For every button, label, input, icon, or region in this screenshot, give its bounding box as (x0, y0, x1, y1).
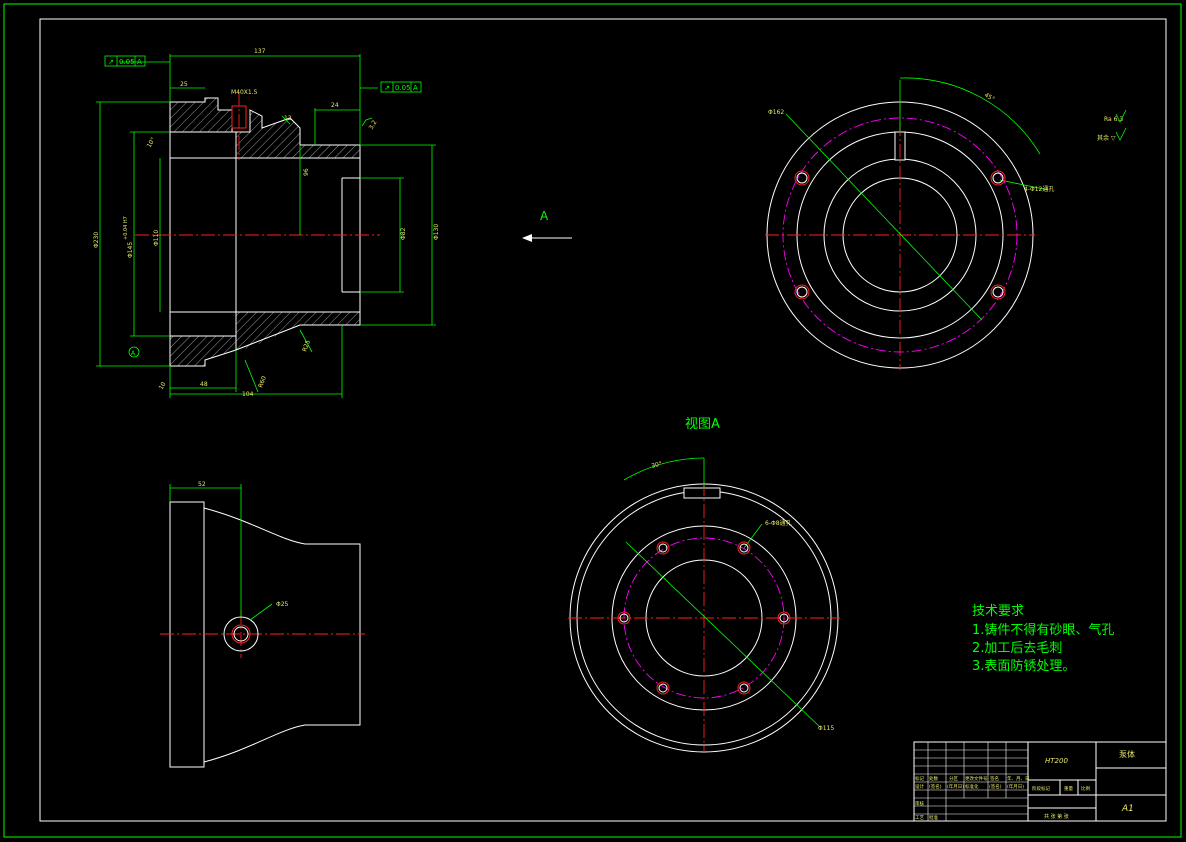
bolt-holes-4 (794, 170, 1006, 300)
section-outline-bottom (170, 291, 361, 367)
tolerance-frame-2 (380, 81, 422, 93)
std-sign: (签名) (989, 783, 1002, 790)
dim-end-holes: 4-Φ12通孔 (1024, 185, 1054, 193)
hatch-top (170, 98, 232, 132)
dim-dia-130: Φ130 (433, 224, 440, 240)
design-date: (年月日) (947, 783, 964, 790)
std-date: (年月日) (1007, 783, 1024, 790)
stage-scale: 比例 (1081, 785, 1090, 792)
dim-h7-tol: +0.04 H7 (123, 216, 129, 240)
dim-view-a-holes: 6-Φ8通孔 (765, 519, 792, 527)
tech-req-item-2: 2.加工后去毛刺 (972, 641, 1062, 656)
hdr-date: 年、月、日 (1007, 775, 1030, 782)
title-part-name: 泵体 (1119, 749, 1135, 759)
hdr-change-doc: 更改文件号 (965, 775, 988, 782)
title-sheet-size: A1 (1121, 804, 1134, 814)
tolerance-datum-2: A (413, 84, 418, 92)
section-view: ↗ 0.05 A ↗ 0.05 A 137 25 M40X1.5 12 24 4… (93, 48, 440, 398)
outer-border (3, 3, 1182, 838)
approve-label: 批准 (929, 814, 938, 821)
tolerance-datum-1: A (137, 58, 142, 66)
process-label: 工艺 (915, 815, 924, 821)
dim-view-a-dia: Φ115 (818, 725, 834, 732)
tech-req-title: 技术要求 (972, 604, 1024, 619)
dim-end-dia: Φ162 (768, 109, 784, 116)
dim-overall-length: 137 (254, 48, 266, 55)
tolerance-value-2: 0.05 (395, 84, 411, 92)
datum-label: A (131, 350, 136, 357)
view-a-title: 视图A (685, 417, 720, 432)
tech-req-item-1: 1.铸件不得有砂眼、气孔 (972, 622, 1114, 638)
dim-angle-10: 10° (146, 136, 157, 149)
dim-r25: R25 (301, 339, 312, 353)
roughness-legend-2: 其余 ▽ (1097, 134, 1116, 142)
dim-left-flange: 25 (180, 81, 188, 88)
tolerance-symbol-2: ↗ (384, 84, 390, 92)
tolerance-symbol-1: ↗ (108, 58, 114, 66)
tolerance-value-1: 0.05 (119, 58, 135, 66)
bolt-holes-6 (617, 541, 791, 695)
hatch-bottom-right (236, 312, 360, 350)
dim-r60: R60 (257, 375, 268, 389)
dim-thread-depth: 12 (284, 115, 292, 122)
dim-right-step: 24 (331, 102, 339, 109)
dim-end-angle: 45° (983, 92, 996, 103)
dim-dia-96: 96 (303, 168, 310, 176)
hdr-zone: 分区 (949, 775, 958, 782)
dim-thread: M40X1.5 (231, 89, 258, 96)
dim-body-len: 104 (242, 391, 254, 398)
hatch-bottom-left (170, 336, 236, 366)
dim-view-a-angle: 30° (651, 460, 663, 470)
hdr-mark: 标记 (915, 775, 924, 782)
hatch-top-right (236, 110, 360, 158)
technical-requirements: 技术要求 1.铸件不得有砂眼、气孔 2.加工后去毛刺 3.表面防锈处理。 (972, 604, 1114, 674)
view-direction-arrow: A (522, 209, 572, 242)
end-view-flange: Φ162 45° 4-Φ12通孔 (765, 77, 1054, 370)
dim-dia-h7: Φ145 (127, 242, 134, 258)
view-a: 视图A 30° 6-Φ8通孔 Φ115 (568, 417, 840, 753)
tolerance-frame-1 (104, 55, 146, 67)
section-outline-top (169, 97, 361, 366)
dim-side-hole: Φ25 (276, 601, 289, 608)
title-material: HT200 (1045, 757, 1068, 765)
view-arrow-label: A (540, 209, 549, 223)
roughness-mark-1: 3.2 (368, 119, 379, 131)
dim-dia-bore: Φ110 (153, 230, 160, 246)
tech-req-item-3: 3.表面防锈处理。 (972, 658, 1075, 674)
title-block: HT200 泵体 A1 标记 处数 分区 更改文件号 签名 年、月、日 设计 (… (913, 741, 1167, 822)
dim-bore-len: 48 (200, 381, 208, 388)
roughness-legend-1: Ra 6.3 (1104, 116, 1123, 123)
stage-mark: 阶段标记 (1032, 785, 1050, 792)
std-label: 标准化 (965, 783, 979, 790)
stage-weight: 重量 (1064, 785, 1073, 792)
dim-side-offset: 52 (198, 481, 206, 488)
dim-chamfer: 10 (158, 381, 168, 391)
design-label: 设计 (915, 783, 924, 790)
hdr-count: 处数 (929, 775, 938, 782)
hdr-sign: 签名 (990, 775, 999, 782)
dim-dia-outer-flange: Φ230 (93, 232, 100, 248)
side-view: 52 Φ25 (160, 481, 365, 768)
roughness-legend: Ra 6.3 其余 ▽ (1097, 109, 1127, 142)
sheet-info: 共 张 第 张 (1044, 813, 1069, 820)
drawing-frame (39, 18, 1167, 822)
design-sign: (签名) (929, 783, 942, 790)
dim-dia-82: Φ82 (400, 227, 407, 240)
check-label: 审核 (915, 800, 924, 807)
